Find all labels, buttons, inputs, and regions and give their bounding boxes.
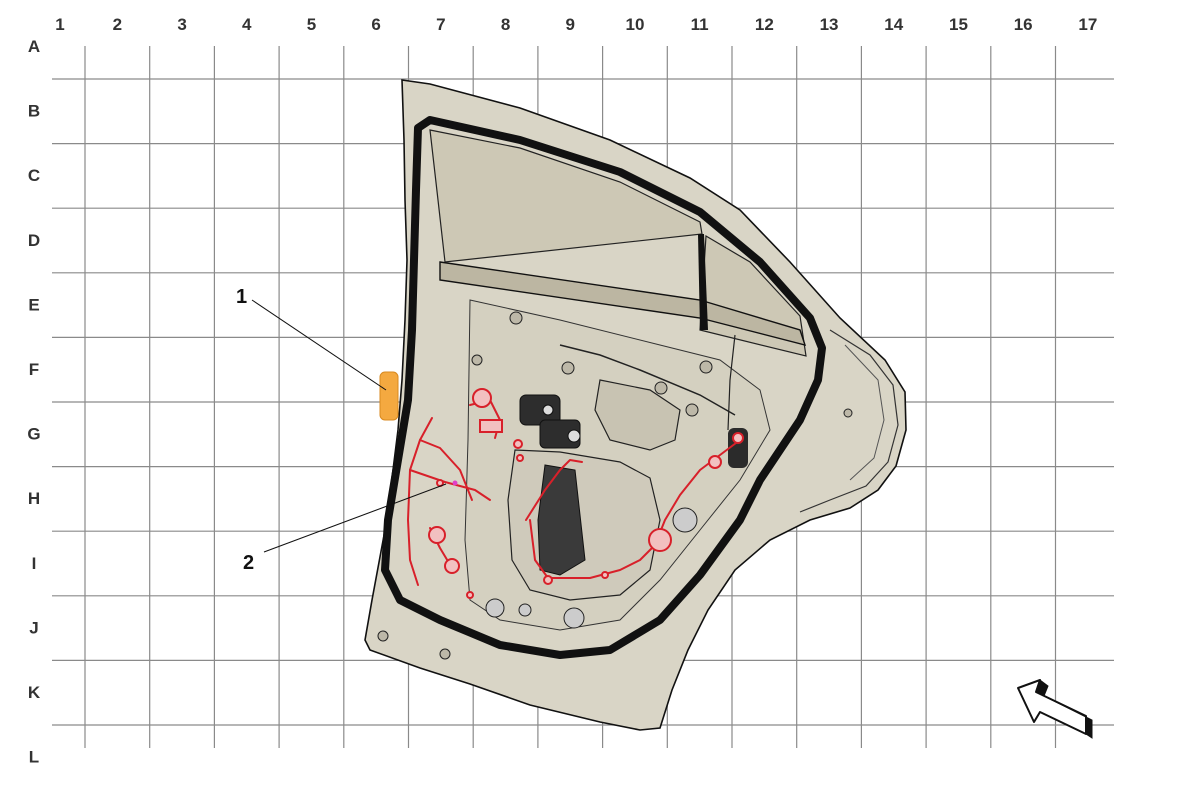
rear-door-illustration	[364, 79, 907, 731]
grid-column-label: 1	[55, 15, 64, 34]
grid-column-label: 5	[307, 15, 316, 34]
grid-column-label: 15	[949, 15, 968, 34]
callout-1-leader	[251, 299, 387, 391]
rod-cable	[727, 334, 736, 431]
regulator-rail	[537, 464, 586, 576]
grid-column-label: 3	[177, 15, 186, 34]
grid-column-label: 10	[625, 15, 644, 34]
door-rear-flange-inner	[844, 344, 885, 481]
grid-column-label: 6	[371, 15, 380, 34]
part-1-component	[379, 371, 399, 421]
grid-column-label: 14	[884, 15, 903, 34]
grid-row-label: G	[27, 425, 40, 444]
grid-row-label: J	[29, 618, 38, 637]
orientation-arrow-icon	[1017, 679, 1093, 739]
control-cable	[559, 344, 736, 416]
grid-row-label: H	[28, 489, 40, 508]
callout-2-label: 2	[243, 552, 254, 574]
grid-column-label: 12	[755, 15, 774, 34]
grid-column-label: 2	[113, 15, 122, 34]
fasteners	[377, 311, 853, 660]
grid-column-label: 4	[242, 15, 252, 34]
part-2-marker	[452, 480, 458, 486]
window-glass	[429, 129, 703, 263]
callout-2-leader	[263, 483, 447, 553]
callout-1-label: 1	[236, 286, 247, 308]
grid-column-label: 11	[691, 15, 709, 34]
grid-row-label: D	[28, 231, 40, 250]
grid-column-label: 16	[1014, 15, 1033, 34]
grid-row-label: A	[28, 37, 40, 56]
grid-row-label: C	[28, 166, 40, 185]
grid-row-label: F	[29, 360, 39, 379]
latch-assembly	[519, 394, 581, 449]
grid-row-label: E	[28, 295, 39, 314]
door-rear-flange	[799, 329, 899, 513]
grid-row-label: L	[29, 748, 39, 767]
handle-recess	[594, 379, 681, 451]
window-seal	[381, 116, 826, 659]
grid-column-label: 8	[501, 15, 510, 34]
grid-column-label: 13	[820, 15, 839, 34]
grid-column-label: 17	[1078, 15, 1097, 34]
window-divider	[698, 234, 708, 330]
grid-row-label: B	[28, 102, 40, 121]
grid-row-labels: A B C D E F G H I J K L	[27, 37, 40, 767]
grid-row-label: K	[28, 683, 41, 702]
wiring-connectors	[428, 388, 744, 599]
grid-column-label: 7	[436, 15, 445, 34]
grid-column-label: 9	[566, 15, 575, 34]
grid-row-label: I	[32, 554, 37, 573]
